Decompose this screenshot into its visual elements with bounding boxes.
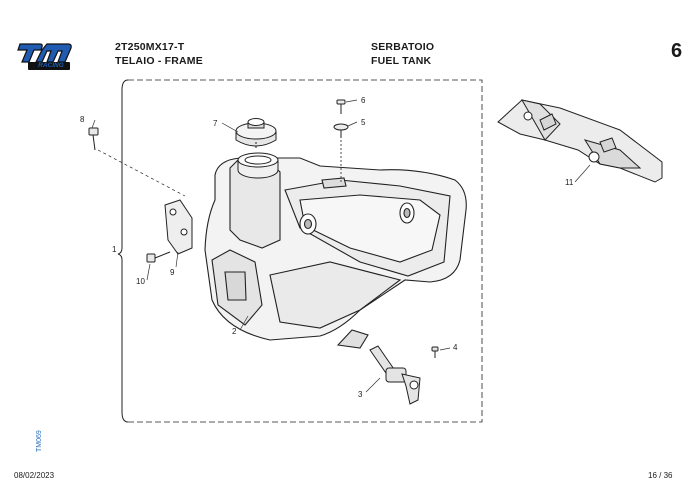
screw-10: [146, 251, 171, 263]
drawing-code: TM069: [36, 430, 43, 452]
callout-7: 7: [213, 119, 218, 128]
section-title-it: SERBATOIO: [371, 41, 435, 53]
tank-cover-11: [497, 99, 663, 183]
footer-date: 08/02/2023: [14, 471, 55, 480]
callout-9: 9: [170, 268, 175, 277]
callout-11: 11: [565, 178, 574, 187]
fuel-tank: [204, 157, 467, 349]
mount-bracket-9: [164, 199, 193, 255]
tm-racing-logo: RACING: [14, 38, 74, 72]
callout-8: 8: [80, 115, 85, 124]
screw-6: [336, 99, 346, 114]
group-name: TELAIO - FRAME: [115, 55, 203, 67]
logo-graphic: [17, 43, 72, 70]
washer-5: [333, 123, 349, 182]
callout-2: 2: [232, 327, 237, 336]
fuel-cap: [235, 118, 277, 150]
section-title-en: FUEL TANK: [371, 55, 432, 67]
logo-text: RACING: [38, 62, 64, 69]
fuel-tap: [369, 345, 421, 405]
filler-neck: [237, 152, 279, 179]
callout-5: 5: [361, 118, 366, 127]
footer-page: 16 / 36: [648, 471, 673, 480]
screw-4: [431, 346, 439, 358]
screw-8: [88, 127, 186, 197]
callout-10: 10: [136, 277, 145, 286]
callout-4: 4: [453, 343, 458, 352]
callout-6: 6: [361, 96, 366, 105]
section-number: 6: [671, 40, 683, 62]
model-code: 2T250MX17-T: [115, 41, 185, 53]
callout-3: 3: [358, 390, 363, 399]
callout-1: 1: [112, 245, 117, 254]
